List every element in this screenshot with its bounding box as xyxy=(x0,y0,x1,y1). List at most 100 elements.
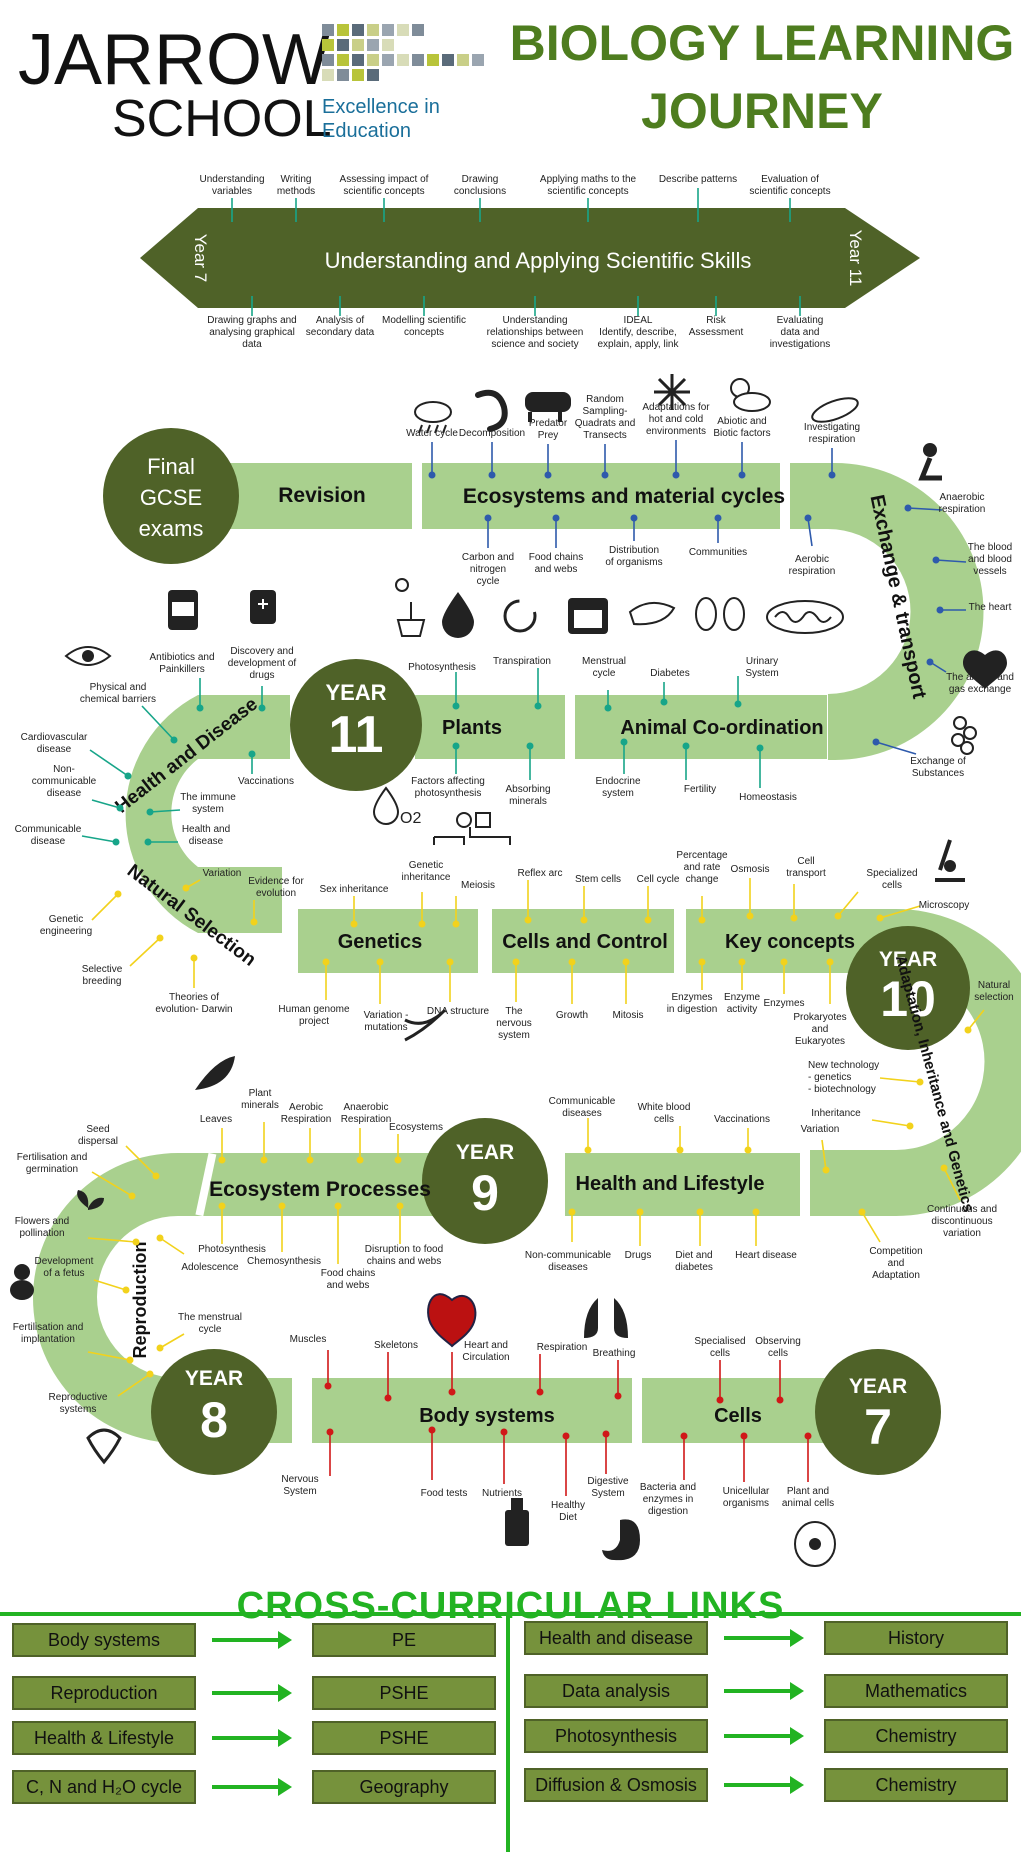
connector-dot xyxy=(636,1208,644,1216)
connector-dot xyxy=(446,958,454,966)
logo-square xyxy=(367,24,379,36)
topic-label: Communities xyxy=(689,514,747,558)
connector-dot xyxy=(738,958,746,966)
logo-square xyxy=(427,54,439,66)
connector-line xyxy=(837,891,859,917)
topic-label-text: Breathing xyxy=(593,1348,636,1359)
link-box: PSHE xyxy=(312,1676,496,1710)
year8-word: YEAR xyxy=(185,1367,243,1390)
topic-label: Describe patterns xyxy=(659,174,737,222)
connector-dot xyxy=(746,912,754,920)
connector-line xyxy=(87,1237,137,1243)
larva-icon xyxy=(811,397,859,423)
topic-label: Stem cells xyxy=(575,874,621,924)
link-box: Chemistry xyxy=(824,1768,1008,1802)
connector-dot xyxy=(132,1238,140,1246)
connector-line xyxy=(821,1139,827,1171)
connector-line xyxy=(159,1237,185,1255)
year10-circle xyxy=(846,926,970,1050)
microscope-icon xyxy=(935,839,965,882)
topic-label-text: Stem cells xyxy=(575,874,621,885)
connector-dot xyxy=(544,471,552,479)
year9-word: YEAR xyxy=(456,1141,514,1164)
year7-number: 7 xyxy=(864,1399,892,1455)
link-box: PE xyxy=(312,1623,496,1657)
connector-dot xyxy=(218,1156,226,1164)
connector-dot xyxy=(512,958,520,966)
connector-dot xyxy=(716,1396,724,1404)
leaf-icon xyxy=(195,1056,235,1090)
topic-label-text: Heart disease xyxy=(735,1250,797,1261)
topic-label: The heart xyxy=(936,602,1012,614)
connector-dot xyxy=(146,808,154,816)
connector-dot xyxy=(170,736,178,744)
link-arrow xyxy=(212,1631,292,1649)
cycle-icon xyxy=(503,599,537,633)
topic-label: Variation xyxy=(801,1124,839,1174)
connector-dot xyxy=(182,884,190,892)
topic-label-text: Chemosynthesis xyxy=(247,1256,321,1267)
topic-label: Mitosis xyxy=(612,958,644,1021)
connector-dot xyxy=(756,744,764,752)
medicine-bottle-icon xyxy=(168,590,198,630)
connector-dot xyxy=(568,1208,576,1216)
topic-label-text: Respiration xyxy=(537,1342,588,1353)
topic-label: Cell cycle xyxy=(637,874,680,924)
topic-label-text: Osmosis xyxy=(731,864,770,875)
connector-dot xyxy=(190,954,198,962)
topic-label-text: Mitosis xyxy=(612,1010,643,1021)
year7-circle xyxy=(815,1349,941,1475)
connector-dot xyxy=(780,958,788,966)
topic-label: Growth xyxy=(556,958,588,1021)
cloud-rain-icon xyxy=(414,401,452,434)
topic-label-text: Growth xyxy=(556,1010,588,1021)
connector-dot xyxy=(428,471,436,479)
connector-dot xyxy=(940,1164,948,1172)
school-tagline-line1: Excellence in xyxy=(322,96,440,118)
connector-dot xyxy=(146,1370,154,1378)
connector-line xyxy=(91,1171,133,1197)
topic-label-text: Homeostasis xyxy=(739,792,797,803)
link-box: Reproduction xyxy=(12,1676,196,1710)
connector-dot xyxy=(452,702,460,710)
connector-line xyxy=(81,835,117,843)
topic-label-text: Describe patterns xyxy=(659,174,737,185)
connector-dot xyxy=(156,1234,164,1242)
